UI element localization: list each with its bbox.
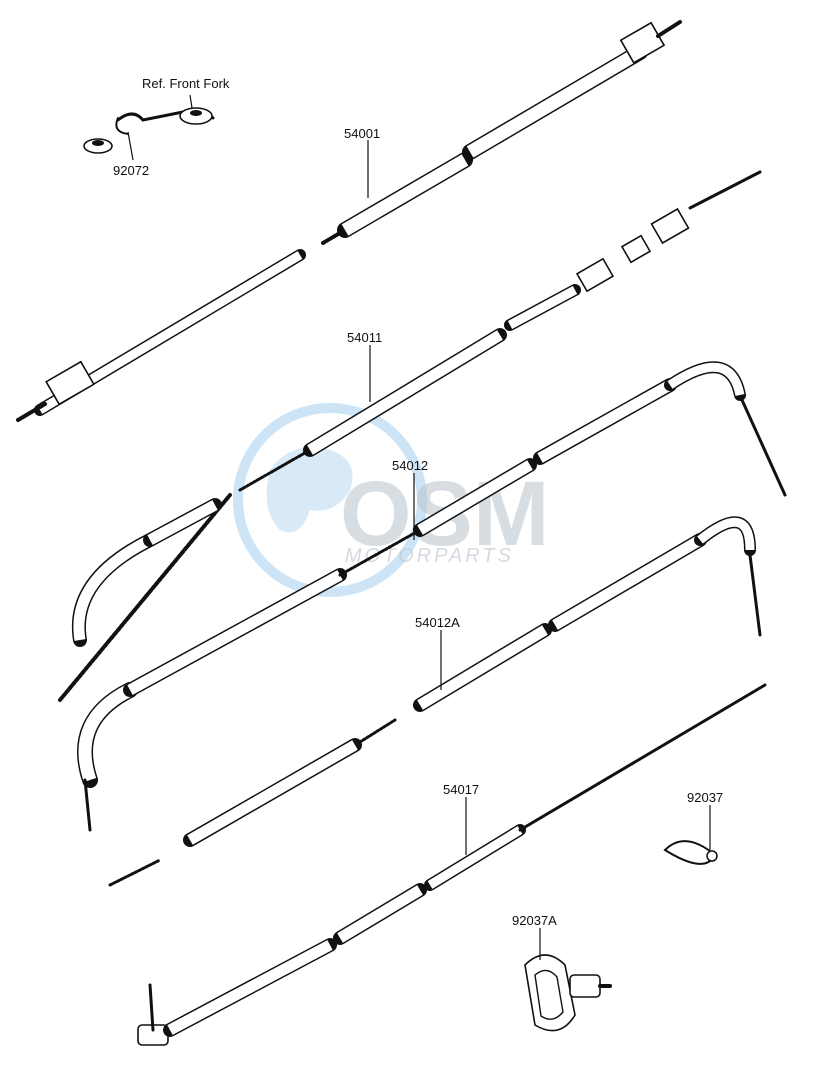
callout-92072: 92072 <box>113 163 149 178</box>
watermark-continents <box>266 447 353 533</box>
callout-92037: 92037 <box>687 790 723 805</box>
callout-54017: 54017 <box>443 782 479 797</box>
callout-54012A: 54012A <box>415 615 460 630</box>
watermark-subtitle: MOTORPARTS <box>345 545 514 567</box>
callout-ref-front-fork: Ref. Front Fork <box>142 76 230 91</box>
cable-54001 <box>16 20 682 422</box>
callout-92037A: 92037A <box>512 913 557 928</box>
bracket-92072 <box>83 107 215 154</box>
cable-54012 <box>77 361 787 832</box>
watermark-globe-icon <box>233 403 427 597</box>
clip-92037 <box>663 840 718 865</box>
cable-54012A <box>108 516 762 887</box>
cable-54017 <box>137 683 767 1046</box>
holder-92037A <box>524 954 612 1032</box>
callout-54011: 54011 <box>347 330 382 345</box>
callout-54001: 54001 <box>344 126 380 141</box>
cable-54011 <box>58 170 762 702</box>
callout-54012: 54012 <box>392 458 428 473</box>
watermark: OSM MOTORPARTS <box>233 403 550 597</box>
